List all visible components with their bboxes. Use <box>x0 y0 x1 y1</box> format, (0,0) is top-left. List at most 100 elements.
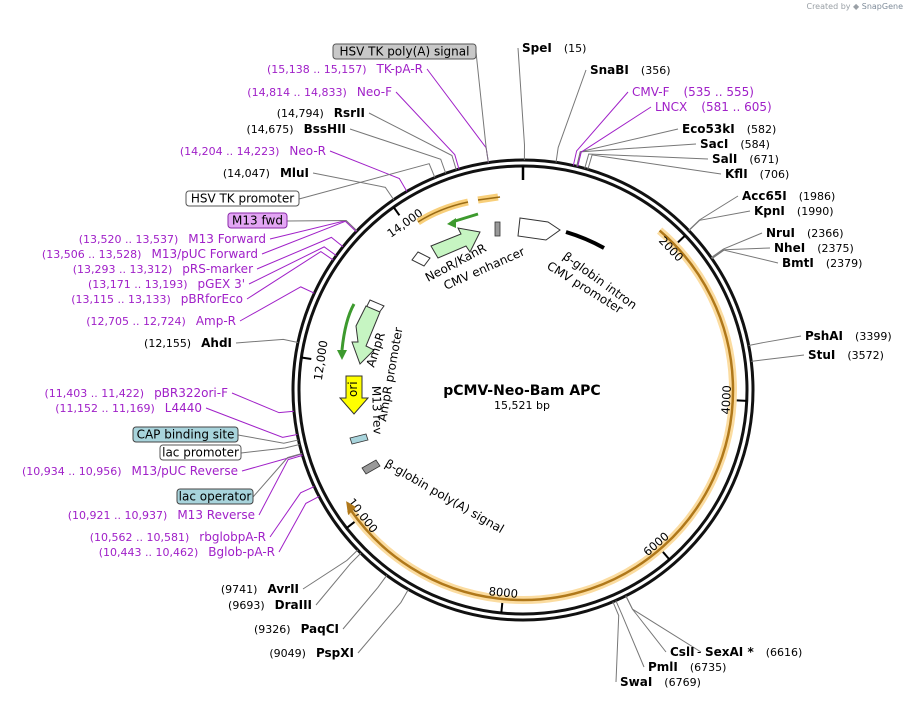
snapgene-credit: Created by ◆ SnapGene <box>806 2 903 11</box>
primer-m13-reverse: (10,921 .. 10,937)M13 Reverse <box>68 508 255 522</box>
primer-rbglobpa-r-range: (10,562 .. 10,581) <box>90 531 190 544</box>
primer-pbr322ori-f-name: pBR322ori-F <box>154 386 228 400</box>
site-draiii: (9693)DraIII <box>228 598 312 612</box>
site-bsshii-name: BssHII <box>304 122 346 136</box>
primer-pgex-3: (13,171 .. 13,193) pGEX 3' <box>88 277 245 291</box>
csli-sexai-dash: - <box>697 645 701 659</box>
tick-12-000 <box>301 356 312 360</box>
insert-arrow-head <box>346 501 357 516</box>
primer-prs-marker-range: (13,293 .. 13,312) <box>73 263 173 276</box>
tick-10-000 <box>346 521 356 529</box>
lac-promoter-box <box>159 444 242 461</box>
primer-l4440-leader <box>205 407 298 438</box>
primer-bglob-pa-r: (10,443 .. 10,462) Bglob-pA-R <box>99 545 275 559</box>
primer-pgex-3-range: (13,171 .. 13,193) <box>88 278 188 291</box>
inner-features <box>337 193 605 475</box>
site-csli: CslI <box>670 645 695 659</box>
primer-neo-f-range: (14,814 .. 14,833) <box>247 86 347 99</box>
primer-m13-reverse-name: M13 Reverse <box>177 508 255 522</box>
site-kfli-leader <box>587 154 722 175</box>
site-ahdi-leader <box>235 338 299 344</box>
primer-prs-marker: (13,293 .. 13,312)pRS-marker <box>73 262 253 276</box>
primer-m13-forward: (13,520 .. 13,537) M13 Forward <box>79 232 266 246</box>
site-paqci-position: (9326) <box>254 623 291 636</box>
site-eco53ki: Eco53kI(582) <box>682 122 776 136</box>
site-avrii: (9741)AvrII <box>221 582 299 596</box>
plasmid-length: 15,521 bp <box>494 399 550 412</box>
beta-globin-polya-label: β-globin poly(A) signal <box>383 456 507 536</box>
site-mlui: (14,047)MluI <box>223 166 309 180</box>
primer-tk-pa-r-range: (15,138 .. 15,157) <box>267 63 367 76</box>
primer-m13-puc-forward: (13,506 .. 13,528)M13/pUC Forward <box>42 247 258 261</box>
primer-m13-puc-reverse: (10,934 .. 10,956)M13/pUC Reverse <box>22 464 238 478</box>
site-kfli-name: KflI <box>725 167 748 181</box>
site-nrui-leader <box>710 232 763 259</box>
lac-promoter-label: lac promoter <box>162 446 239 460</box>
primer-amp-r-range: (12,705 .. 12,724) <box>86 315 186 328</box>
primer-pbr322ori-f-leader <box>231 392 295 414</box>
primer-neo-r-name: Neo-R <box>289 144 326 158</box>
primer-m13-puc-forward-name: M13/pUC Forward <box>151 247 258 261</box>
site-kpni: KpnI(1990) <box>754 204 833 218</box>
site-saci-name: SacI <box>700 137 728 151</box>
site-kfli: KflI (706) <box>725 167 789 181</box>
neor-kanr-arrow <box>430 227 481 259</box>
site-csli-leader <box>625 595 667 653</box>
backbone-outer-ring <box>291 158 755 622</box>
neor-small-arrow-head <box>447 218 456 228</box>
site-paqci-name: PaqCI <box>301 622 339 636</box>
site-pshai: PshAI(3399) <box>805 329 892 343</box>
primer-m13-forward-name: M13 Forward <box>188 232 266 246</box>
primer-neo-r-range: (14,204 .. 14,223) <box>180 145 280 158</box>
primer-neo-r: (14,204 .. 14,223) Neo-R <box>180 144 326 158</box>
hsv-tk-polya-label: HSV TK poly(A) signal <box>340 45 470 59</box>
site-pmli: PmlI(6735) <box>648 660 726 674</box>
site-mlui-name: MluI <box>280 166 309 180</box>
primer-pbr322ori-f-range: (11,403 .. 11,422) <box>45 387 145 400</box>
site-paqci-leader <box>342 575 388 630</box>
site-kfli-position: (706) <box>760 168 790 181</box>
site-sexai-name: SexAI * <box>705 645 754 659</box>
site-avrii-position: (9741) <box>221 583 258 596</box>
site-paqci: (9326) PaqCI <box>254 622 339 636</box>
ori-label: ori <box>346 381 360 397</box>
site-swai-leader <box>612 601 620 683</box>
primer-lncx: LNCX(581 .. 605) <box>655 100 772 114</box>
primer-rbglobpa-r: (10,562 .. 10,581)rbglobpA-R <box>90 530 266 544</box>
primer-m13-forward-range: (13,520 .. 13,537) <box>79 233 179 246</box>
site-swai-position: (6769) <box>664 676 701 689</box>
primer-l4440: (11,152 .. 11,169)L4440 <box>55 401 202 415</box>
primer-pbrforeco: (13,115 .. 13,133)pBRforEco <box>71 292 243 306</box>
primer-prs-marker-leader <box>256 236 344 270</box>
site-sali-position: (671) <box>749 153 779 166</box>
site-pspxi-position: (9049) <box>269 647 306 660</box>
primer-neo-f-leader <box>395 91 460 170</box>
primer-pgex-3-name: pGEX 3' <box>198 277 245 291</box>
tk-arrow-1-line <box>417 201 469 223</box>
primer-bglob-pa-r-range: (10,443 .. 10,462) <box>99 546 199 559</box>
site-bmti: BmtI(2379) <box>782 256 862 270</box>
primer-rbglobpa-r-leader <box>269 486 315 538</box>
site-stui: StuI(3572) <box>808 348 884 362</box>
site-rsrii: (14,794)RsrII <box>277 106 365 120</box>
site-pmli-name: PmlI <box>648 660 678 674</box>
cap-binding-site-box <box>132 426 239 443</box>
cmv-enhancer-arrow <box>517 217 561 241</box>
tick-8000 <box>500 602 504 614</box>
site-pshai-name: PshAI <box>805 329 843 343</box>
snapgene-logo-icon: ◆ <box>853 2 860 11</box>
credit-prefix: Created by <box>806 2 851 11</box>
primer-l4440-range: (11,152 .. 11,169) <box>55 402 155 415</box>
lac-operator-label: lac operator <box>179 490 252 504</box>
cap-binding-site-leader <box>237 434 299 444</box>
credit-brand: SnapGene <box>861 2 903 11</box>
site-spei-leader <box>517 47 525 161</box>
tk-arrow-2-line <box>477 196 501 201</box>
site-kpni-position: (1990) <box>797 205 834 218</box>
site-eco53ki-leader <box>576 128 679 167</box>
primer-bglob-pa-r-name: Bglob-pA-R <box>208 545 275 559</box>
site-bsshii: (14,675)BssHII <box>247 122 346 136</box>
site-rsrii-name: RsrII <box>334 106 365 120</box>
primer-cmv-f-name: CMV-F <box>632 85 670 99</box>
